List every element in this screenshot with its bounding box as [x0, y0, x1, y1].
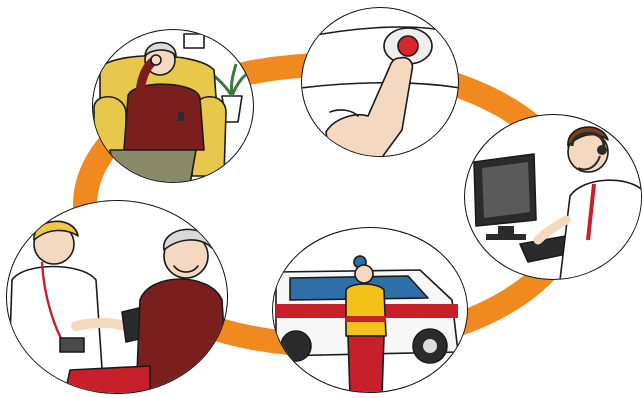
node-elderly-person-in-armchair [90, 28, 260, 188]
picture-frame-icon [184, 34, 204, 48]
node-medical-checkup [6, 200, 230, 398]
node-pressing-alarm-button [300, 6, 460, 160]
node-ambulance-arrival [270, 226, 470, 396]
node-call-center-operator [464, 114, 643, 280]
